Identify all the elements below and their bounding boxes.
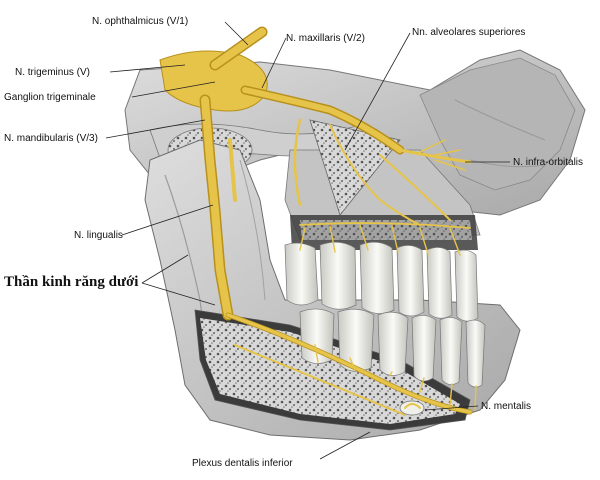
upper-teeth [284,241,479,322]
nerve-network [159,26,477,416]
label-viet-title: Thần kinh răng dưới [4,274,139,290]
label-plexus: Plexus dentalis inferior [192,458,293,469]
label-ophthalmicus: N. ophthalmicus (V/1) [92,16,189,27]
maxilla-bone [284,119,481,250]
label-alveolares: Nn. alveolares superiores [412,27,526,38]
label-trigeminus: N. trigeminus (V) [15,67,91,78]
leader-lines [105,21,510,460]
label-maxillaris: N. maxillaris (V/2) [286,33,365,44]
lower-teeth [299,308,486,388]
label-mentalis: N. mentalis [481,401,532,412]
label-infraorbitalis: N. infra-orbitalis [513,157,584,168]
label-ganglion: Ganglion trigeminale [4,92,96,103]
label-lingualis: N. lingualis [74,230,123,241]
label-mandibularis: N. mandibularis (V/3) [4,133,98,144]
